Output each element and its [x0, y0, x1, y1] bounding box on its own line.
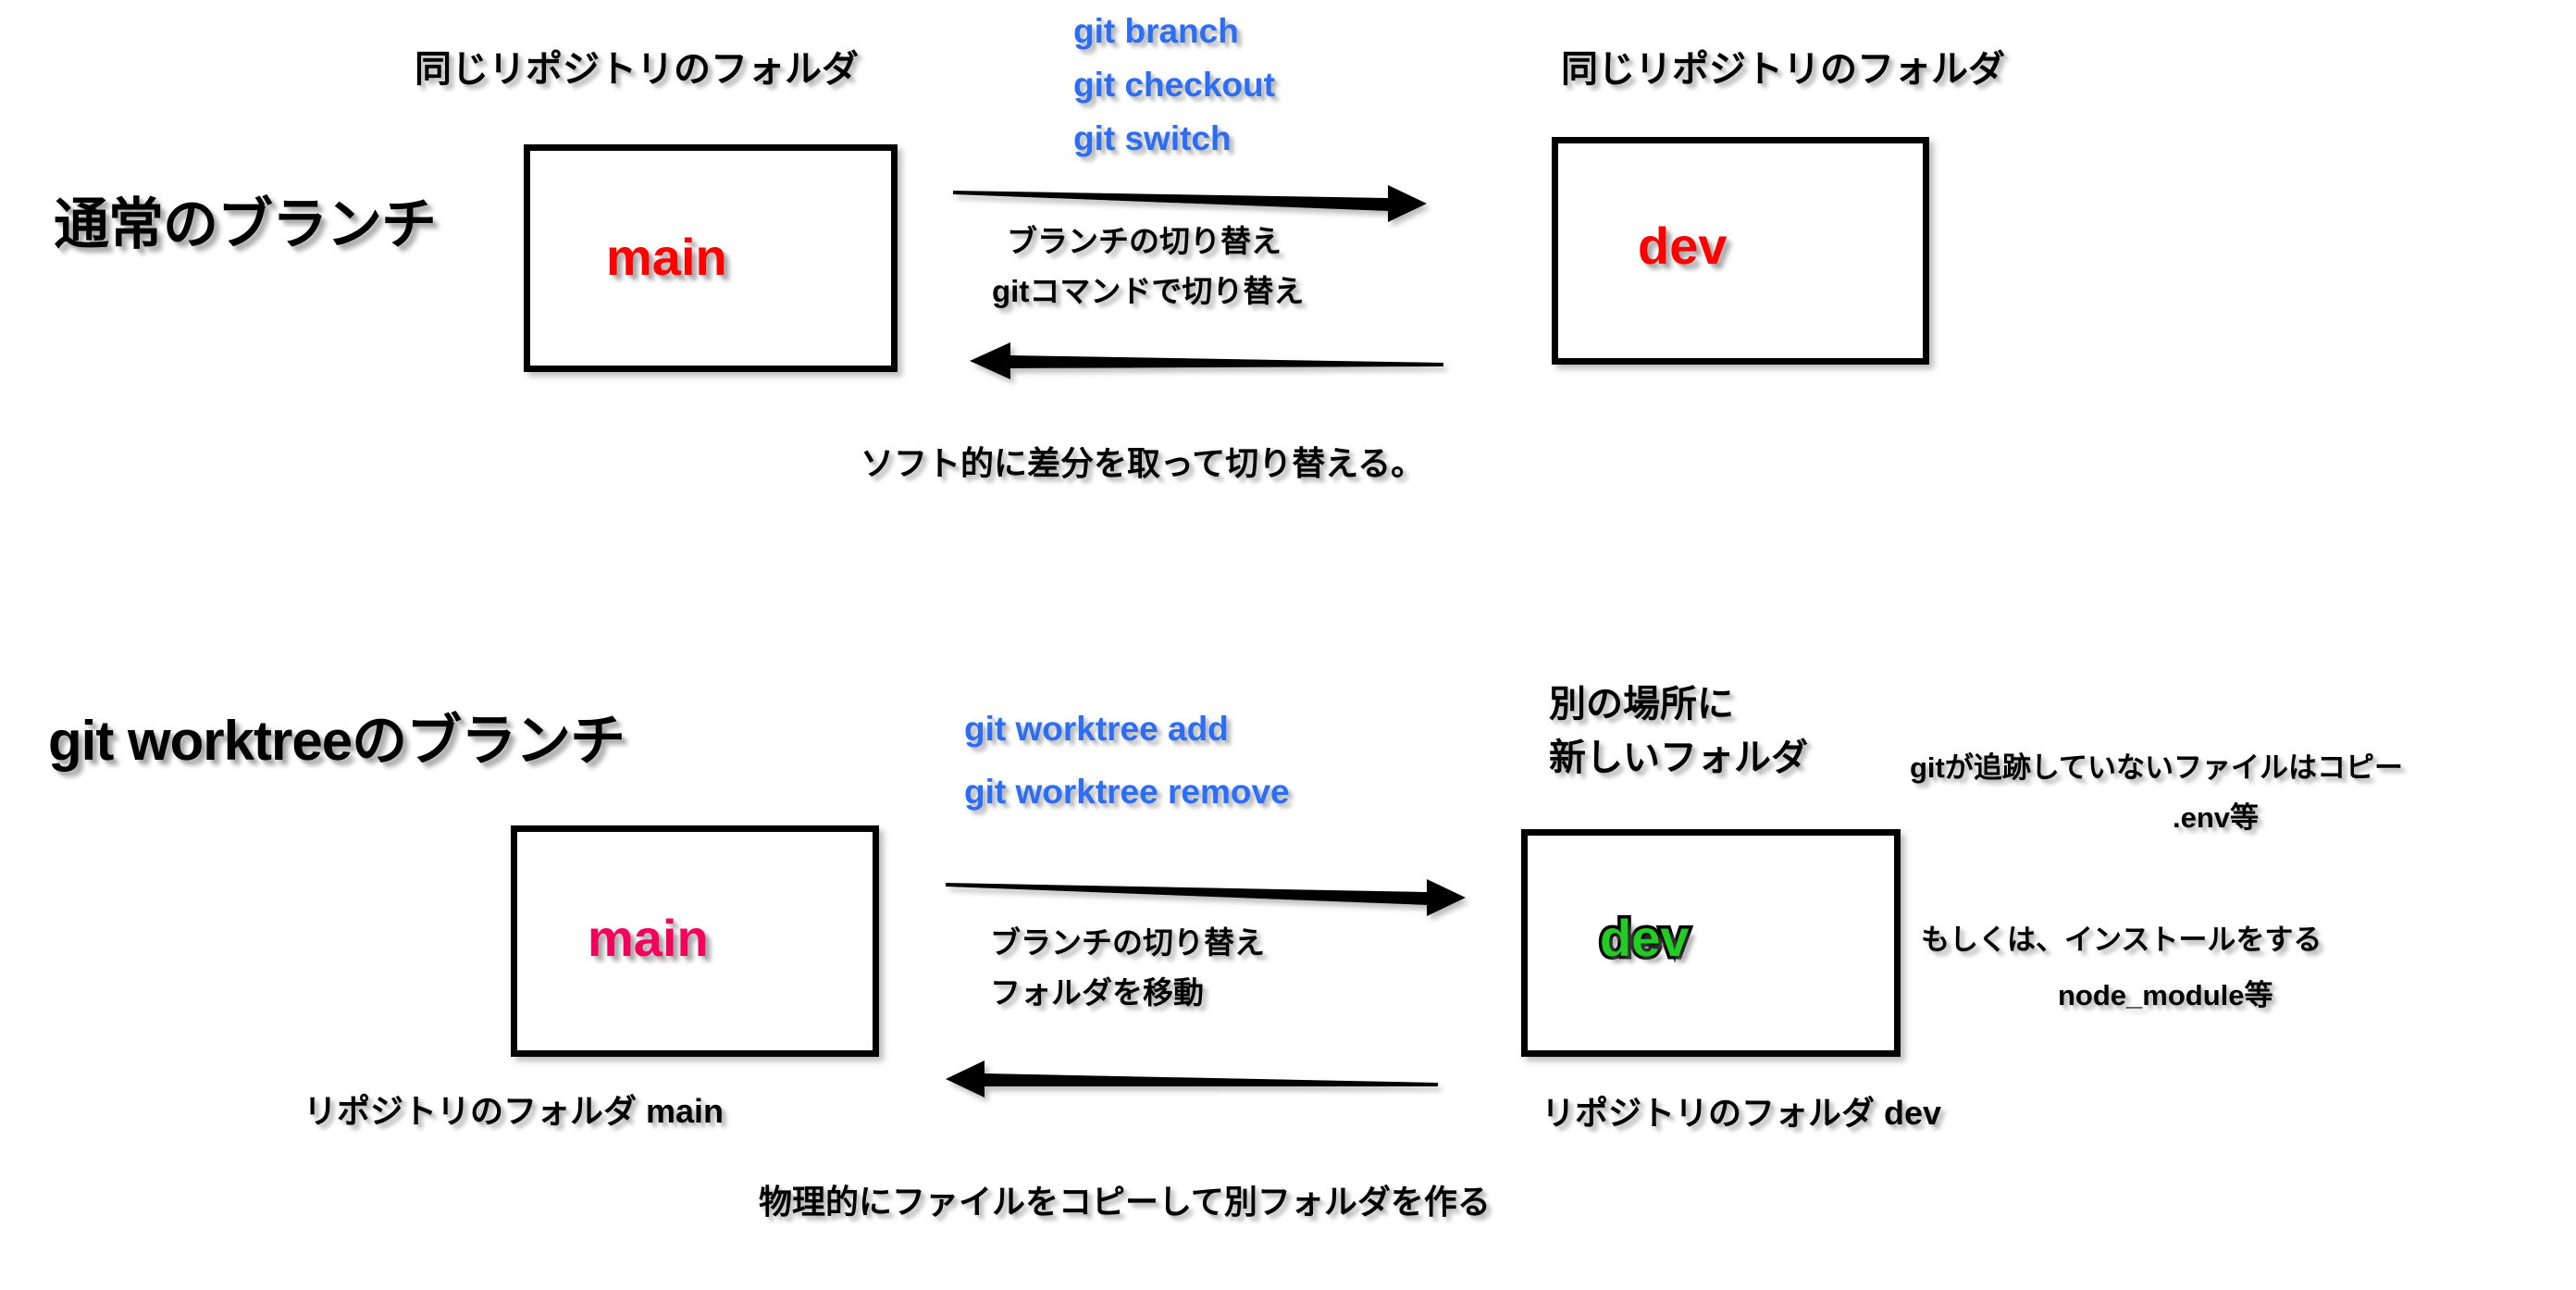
bottom-right-box-caption-below: リポジトリのフォルダ dev: [1540, 1092, 1943, 1134]
bottom-forward-arrow: [946, 879, 1466, 916]
bottom-command-worktree-add: git worktree add: [962, 708, 1231, 750]
top-right-box-caption: 同じリポジトリのフォルダ: [1559, 47, 2007, 92]
bottom-right-box-caption-line2: 新しいフォルダ: [1547, 736, 1810, 780]
top-right-branch-name: dev: [1636, 214, 1729, 277]
bottom-section-title: git worktreeのブランチ: [45, 708, 627, 775]
bottom-command-worktree-remove: git worktree remove: [962, 771, 1292, 812]
bottom-section-caption: 物理的にファイルをコピーして別フォルダを作る: [757, 1181, 1492, 1222]
top-forward-arrow: [953, 185, 1427, 222]
top-left-folder-box: main: [524, 144, 898, 372]
top-command-git-switch: git switch: [1071, 118, 1233, 159]
bottom-arrow-note-1: ブランチの切り替え: [988, 924, 1267, 961]
top-left-branch-name: main: [604, 225, 730, 288]
top-section-title: 通常のブランチ: [52, 192, 440, 258]
bottom-right-branch-name: dev: [1597, 905, 1692, 970]
side-note-untracked-files: gitが追跡していないファイルはコピー: [1908, 750, 2405, 786]
bottom-arrow-note-2: フォルダを移動: [988, 974, 1206, 1011]
bottom-left-branch-name: main: [586, 906, 712, 969]
top-section-caption: ソフト的に差分を取って切り替える。: [859, 442, 1426, 484]
bottom-right-folder-box: dev: [1521, 829, 1901, 1057]
top-command-git-checkout: git checkout: [1071, 64, 1277, 105]
top-back-arrow: [970, 342, 1443, 379]
bottom-left-box-caption: リポジトリのフォルダ main: [302, 1090, 725, 1132]
top-right-folder-box: dev: [1552, 137, 1929, 365]
top-left-box-caption: 同じリポジトリのフォルダ: [413, 47, 861, 92]
top-arrow-note-2: gitコマンドで切り替え: [990, 272, 1306, 310]
side-note-env: .env等: [2171, 800, 2260, 836]
side-note-install: もしくは、インストールをする: [1919, 922, 2323, 958]
bottom-back-arrow: [946, 1061, 1438, 1098]
bottom-right-box-caption-line1: 別の場所に: [1547, 682, 1736, 726]
bottom-left-folder-box: main: [511, 825, 879, 1057]
top-arrow-note-1: ブランチの切り替え: [1005, 222, 1283, 260]
top-command-git-branch: git branch: [1071, 10, 1241, 52]
side-note-node-module: node_module等: [2056, 977, 2275, 1013]
